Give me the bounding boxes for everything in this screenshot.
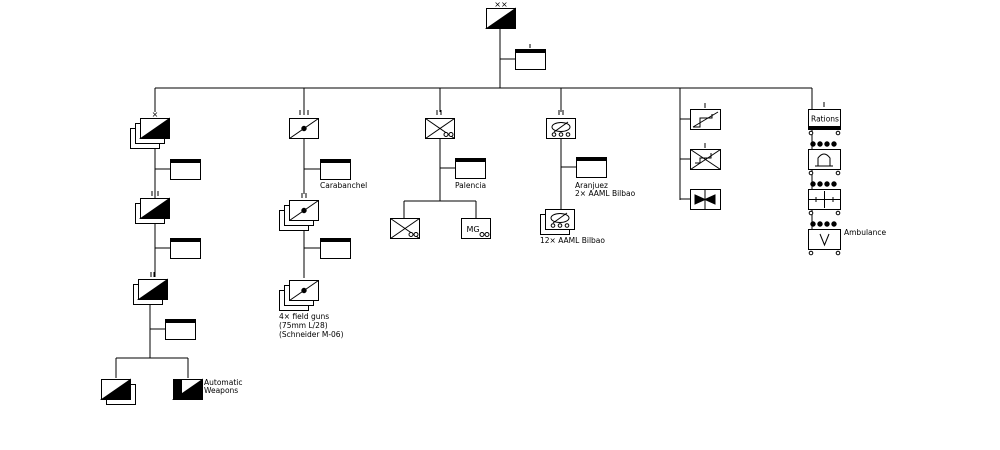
hq-detachment-symbol	[515, 44, 546, 70]
field-gun-battery-symbol	[279, 273, 319, 311]
motorized-infantry-battalion-symbol	[425, 110, 455, 139]
motorized-infantry-company-symbol	[390, 211, 420, 239]
motorized-hq-detachment	[455, 158, 486, 179]
regiment-symbol	[135, 191, 170, 224]
brigade-symbol	[130, 117, 170, 149]
rations-label: Rations	[811, 115, 839, 124]
signals-company-symbol	[690, 189, 721, 210]
rations-unit-symbol	[808, 102, 841, 136]
ambulance-label: Ambulance	[844, 228, 887, 237]
artillery-regiment-symbol	[289, 110, 319, 139]
automatic-weapons-company-symbol	[171, 373, 203, 400]
regiment-hq-detachment	[170, 238, 201, 259]
machine-gun-company-symbol	[461, 211, 491, 239]
aranjuez-equipment-label: 2× AAML Bilbao	[575, 189, 636, 198]
battalion-symbol	[133, 272, 168, 305]
echelon-division: ××	[494, 0, 507, 9]
palencia-label: Palencia	[455, 181, 487, 190]
ambulance-unit-symbol	[808, 221, 841, 256]
field-guns-label-line2: (75mm L/28)	[279, 321, 328, 330]
armored-car-hq-detachment	[576, 157, 607, 178]
medical-unit-symbol	[808, 181, 841, 216]
armored-cars-label: 12× AAML Bilbao	[540, 236, 605, 245]
brigade-hq-detachment	[170, 159, 201, 180]
division-hq-symbol	[484, 7, 516, 29]
aranjuez-label: Aranjuez	[575, 181, 608, 190]
battalion-hq-detachment	[165, 319, 196, 340]
automatic-weapons-label-line1: Automatic	[204, 378, 243, 387]
automatic-weapons-label-line2: Weapons	[204, 386, 239, 395]
connector-lines	[115, 29, 813, 377]
armored-car-battalion-symbol	[546, 110, 576, 139]
armored-car-company-symbol	[540, 209, 575, 235]
engineer-company-symbol	[690, 143, 721, 170]
echelon-brigade: ×	[152, 110, 159, 119]
quartermaster-unit-symbol	[808, 141, 841, 176]
machine-gun-label: MG	[466, 225, 479, 234]
rifle-company-symbol	[99, 373, 136, 405]
field-guns-label-line3: (Schneider M-06)	[279, 330, 344, 339]
artillery-battalion-hq-detachment	[320, 238, 351, 259]
artillery-hq-detachment	[320, 159, 351, 180]
carabanchel-label: Carabanchel	[320, 181, 368, 190]
artillery-battalion-symbol	[279, 193, 319, 231]
field-guns-label-line1: 4× field guns	[279, 312, 330, 321]
anti-tank-company-symbol	[690, 103, 721, 130]
